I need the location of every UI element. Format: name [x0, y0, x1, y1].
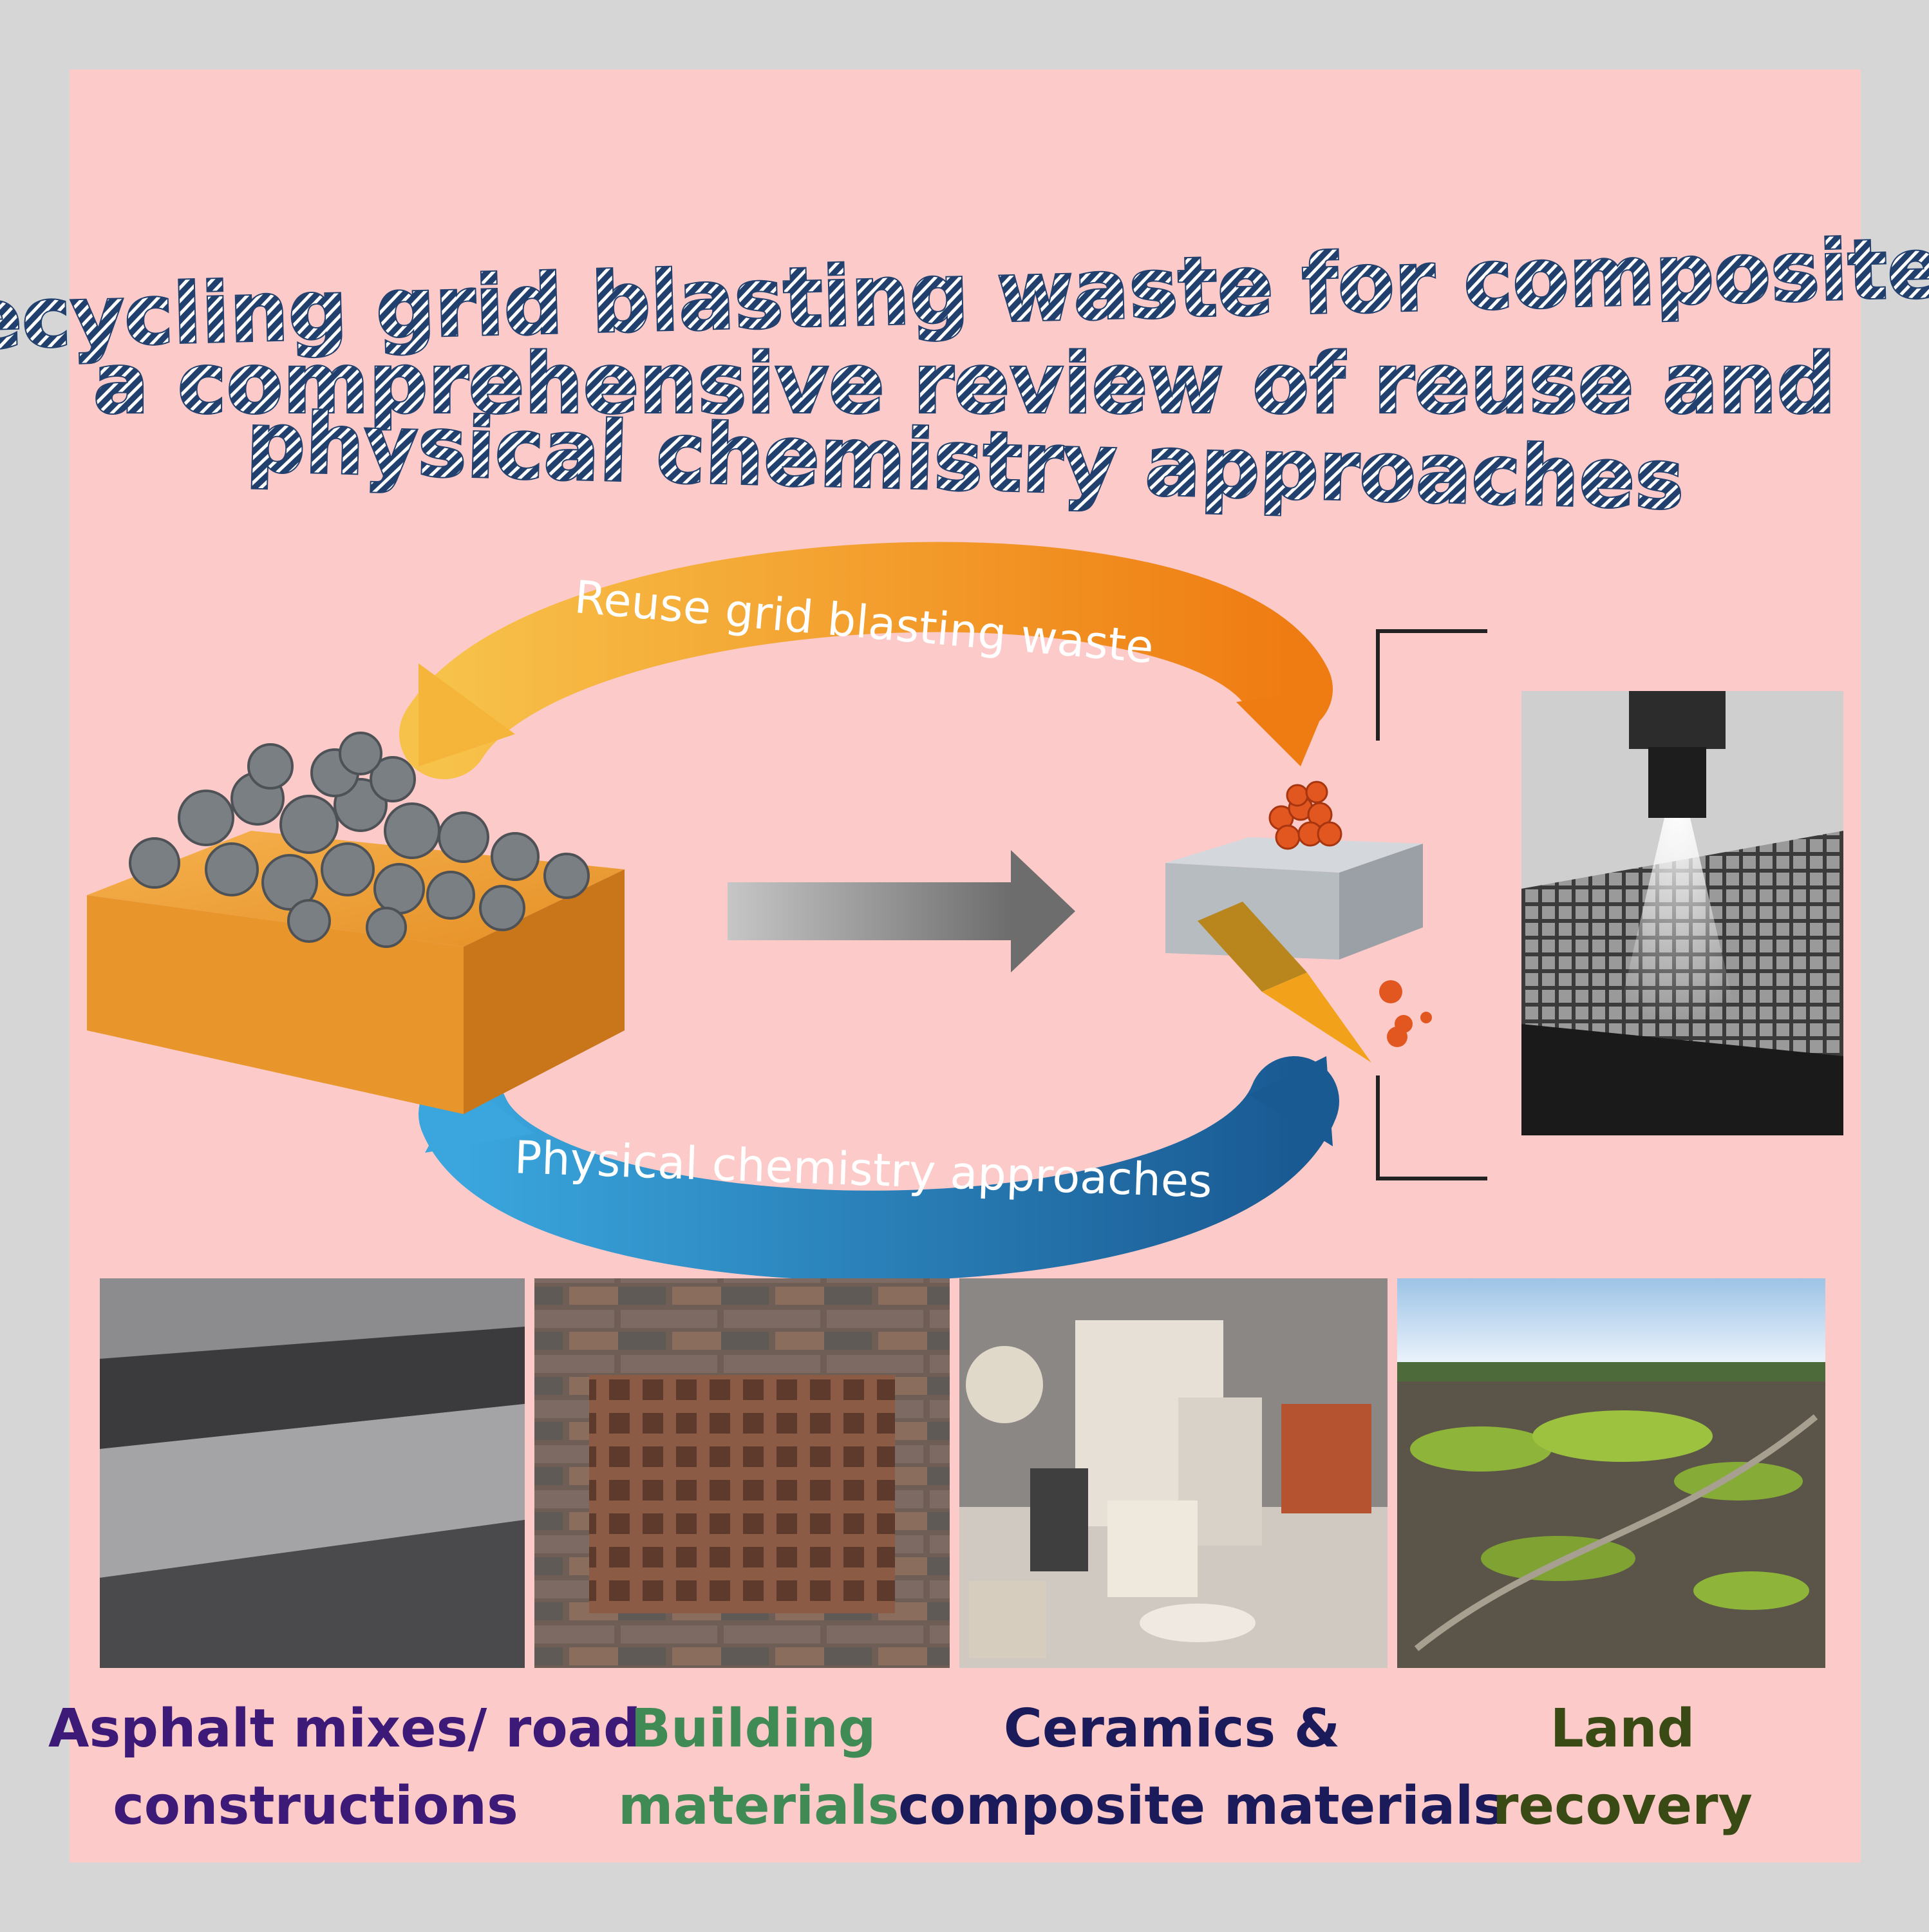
- caption-asphalt-line1: Asphalt mixes/ road: [48, 1698, 641, 1759]
- caption-land: Land recovery: [1487, 1690, 1758, 1845]
- ceramics-photo: [959, 1278, 1388, 1668]
- composite-block-illustration: [1165, 781, 1432, 1063]
- grit-blasting-photo: [1521, 691, 1843, 1135]
- caption-building: Building materials: [618, 1690, 899, 1845]
- grit-box-illustration: [87, 732, 625, 1114]
- process-arrow: [728, 850, 1075, 972]
- asphalt-photo: [100, 1278, 525, 1668]
- land-recovery-photo: [1397, 1278, 1825, 1668]
- bracket: [1376, 629, 1487, 1180]
- title: Recycling grid blasting waste for compos…: [0, 217, 1929, 529]
- physical-chemistry-arrow: Physical chemistry approaches: [419, 1056, 1339, 1281]
- caption-ceramics-line2: composite materials: [898, 1776, 1505, 1837]
- title-line-2: a comprehensive review of reuse and: [93, 336, 1836, 432]
- caption-ceramics-line1: Ceramics &: [1003, 1698, 1341, 1759]
- caption-land-line2: recovery: [1492, 1776, 1753, 1837]
- caption-building-line2: materials: [618, 1776, 899, 1837]
- reuse-arrow: Reuse grid blasting waste: [399, 542, 1333, 779]
- building-materials-photo: [534, 1278, 950, 1668]
- caption-land-line1: Land: [1550, 1698, 1695, 1759]
- caption-ceramics: Ceramics & composite materials: [898, 1690, 1505, 1845]
- caption-asphalt-line2: constructions: [113, 1776, 518, 1837]
- caption-building-line1: Building: [630, 1698, 876, 1759]
- caption-asphalt: Asphalt mixes/ road constructions: [48, 1690, 641, 1845]
